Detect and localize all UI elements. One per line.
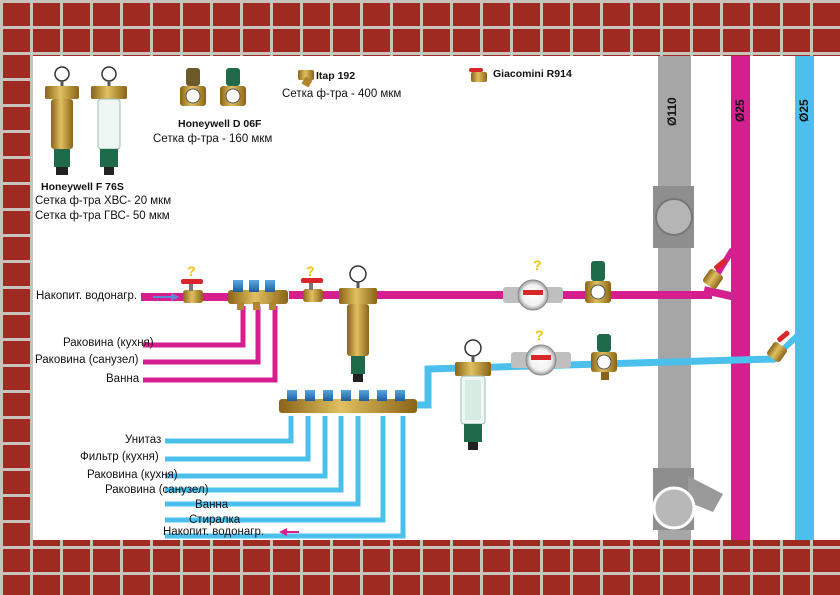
hot-boiler-label: Накопит. водонагр. [36, 290, 138, 302]
hot-riser-label: Ø25 [733, 99, 747, 122]
cold-outlet-label-6: Накопит. водонагр. [163, 526, 265, 538]
cold-outlet-label-5: Стиралка [189, 514, 241, 526]
itap-product-image [298, 70, 314, 88]
hot-outlet-label-0: Раковина (кухня) [63, 337, 154, 349]
f76s-spec-hot: Сетка ф-тра ГВС- 50 мкм [35, 210, 170, 222]
hot-ball-valve-2 [301, 278, 323, 302]
sewer-riser-label: Ø110 [665, 97, 679, 126]
cold-riser [795, 56, 814, 540]
diagram-panel: Honeywell F 76S Сетка ф-тра ХВС- 20 мкм … [33, 56, 840, 540]
hot-ball-valve-1 [181, 279, 203, 303]
hot-outlet-label-1: Раковина (санузел) [35, 354, 139, 366]
hot-riser [731, 56, 750, 540]
f76s-spec-cold: Сетка ф-тра ХВС- 20 мкм [35, 195, 172, 207]
cold-riser-strainer [767, 330, 790, 362]
question-mark-hot-meter: ? [533, 257, 542, 273]
f76s-product-image [45, 66, 127, 175]
question-mark-valve-2: ? [306, 263, 315, 279]
question-mark-cold-meter: ? [535, 327, 544, 343]
d06f-spec: Сетка ф-тра - 160 мкм [153, 133, 273, 145]
f76s-model-label: Honeywell F 76S [41, 181, 124, 193]
cold-outlet-label-1: Фильтр (кухня) [80, 451, 159, 463]
d06f-model-label: Honeywell D 06F [178, 118, 262, 130]
cold-outlet-pipes [165, 416, 406, 539]
giacomini-model-label: Giacomini R914 [493, 68, 572, 80]
cold-outlet-label-2: Раковина (кухня) [87, 469, 178, 481]
hot-outlet-label-2: Ванна [106, 373, 140, 385]
d06f-product-image [180, 68, 246, 106]
cold-f76s-filter [455, 339, 491, 450]
hot-outlet-pipes [143, 306, 278, 383]
plumbing-scheme [45, 56, 814, 540]
hot-pressure-reducer [585, 261, 611, 303]
hot-manifold [228, 280, 288, 310]
boiler-inlet-arrow [153, 293, 179, 301]
question-mark-valve-1: ? [187, 263, 196, 279]
cold-outlet-label-3: Раковина (санузел) [105, 484, 209, 496]
cold-outlet-label-4: Ванна [195, 499, 229, 511]
cold-water-meter [511, 344, 571, 376]
cold-manifold [279, 390, 417, 413]
hot-water-meter [503, 279, 563, 311]
boiler-feed-arrow [279, 528, 299, 536]
itap-spec: Сетка ф-тра - 400 мкм [282, 88, 402, 100]
itap-model-label: Itap 192 [316, 70, 356, 82]
hot-riser-strainer [703, 258, 727, 289]
cold-outlet-label-0: Унитаз [125, 434, 162, 446]
cold-pressure-reducer [591, 334, 617, 380]
giacomini-product-image [469, 68, 487, 82]
hot-f76s-filter [339, 265, 377, 382]
cold-riser-label: Ø25 [797, 99, 811, 122]
